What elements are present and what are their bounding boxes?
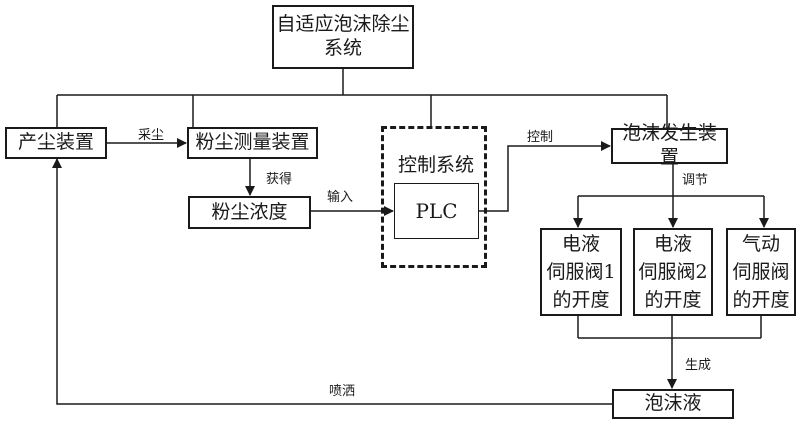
foam-generator-node: 泡沫发生装置 bbox=[611, 122, 728, 168]
edge-label-obtain: 获得 bbox=[266, 172, 293, 187]
dust-source-node: 产尘装置 bbox=[5, 127, 107, 159]
spray-arrow bbox=[52, 158, 612, 405]
edge-label-spray: 喷洒 bbox=[329, 384, 356, 399]
dust-concentration-label: 粉尘浓度 bbox=[211, 200, 288, 223]
valve1-line-3: 的开度 bbox=[552, 289, 610, 311]
valve1-line-1: 电液 bbox=[561, 233, 600, 255]
system-node-line-2: 系统 bbox=[323, 37, 362, 59]
dust-source-label: 产尘装置 bbox=[17, 131, 94, 154]
dust-meter-label: 粉尘测量装置 bbox=[195, 131, 310, 154]
valve3-line-2: 伺服阀 bbox=[732, 261, 790, 283]
valve3-node: 气动 伺服阀 的开度 bbox=[726, 228, 796, 316]
edge-label-adjust: 调节 bbox=[682, 173, 709, 188]
valve2-line-2: 伺服阀2 bbox=[638, 261, 708, 283]
plc-label: PLC bbox=[415, 198, 458, 223]
dust-concentration-node: 粉尘浓度 bbox=[188, 196, 311, 229]
dust-meter-node: 粉尘测量装置 bbox=[187, 127, 318, 159]
control-arrow bbox=[478, 141, 611, 212]
foam-liquid-node: 泡沫液 bbox=[612, 389, 734, 419]
plc-node: PLC bbox=[394, 183, 479, 239]
foam-generator-label: 泡沫发生装置 bbox=[621, 122, 717, 168]
foam-liquid-label: 泡沫液 bbox=[644, 392, 702, 415]
valve1-line-2: 伺服阀1 bbox=[546, 261, 616, 283]
system-node: 自适应泡沫除尘 系统 bbox=[272, 5, 414, 69]
valve1-node: 电液 伺服阀1 的开度 bbox=[540, 228, 622, 316]
control-system-group bbox=[381, 126, 487, 268]
valve2-node: 电液 伺服阀2 的开度 bbox=[633, 228, 713, 316]
edge-label-input: 输入 bbox=[327, 190, 354, 205]
valve2-line-1: 电液 bbox=[653, 233, 692, 255]
edge-label-sample: 采尘 bbox=[138, 128, 165, 143]
valve3-line-1: 气动 bbox=[741, 233, 780, 255]
edge-label-generate: 生成 bbox=[685, 358, 712, 373]
control-system-label: 控制系统 bbox=[398, 154, 475, 176]
edge-label-control: 控制 bbox=[527, 130, 554, 145]
valve3-line-3: 的开度 bbox=[732, 289, 790, 311]
system-node-line-1: 自适应泡沫除尘 bbox=[276, 13, 410, 36]
valve2-line-3: 的开度 bbox=[644, 289, 702, 311]
